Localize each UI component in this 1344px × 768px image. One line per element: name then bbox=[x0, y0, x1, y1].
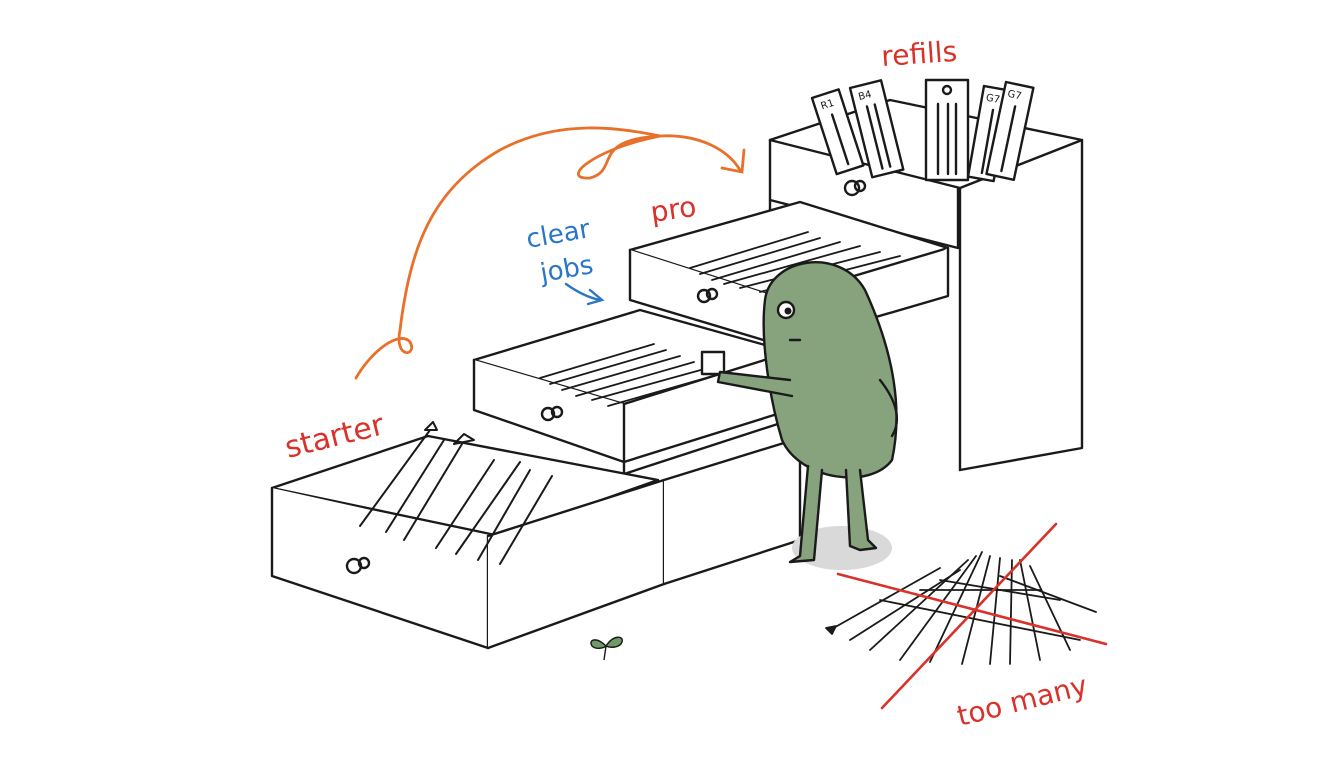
refill-pack-label: G7 bbox=[1006, 89, 1022, 103]
refills-drawer: R1 B4 G7 bbox=[768, 78, 1035, 292]
creature-arm bbox=[716, 370, 794, 398]
refill-pack-label: R1 bbox=[820, 98, 836, 113]
pro-drawer-knob bbox=[696, 288, 712, 304]
refills-drawer-knob bbox=[843, 179, 861, 197]
refill-pack-label: G7 bbox=[985, 93, 1001, 106]
sprout bbox=[590, 636, 623, 661]
middle-drawer-brushes bbox=[539, 343, 721, 407]
creature bbox=[716, 261, 899, 570]
starter-drawer-brushes bbox=[359, 421, 553, 565]
label-clear-jobs-line1: clear bbox=[524, 214, 593, 255]
clear-jobs-arrow bbox=[564, 282, 605, 306]
label-pro: pro bbox=[648, 190, 698, 229]
starter-drawer bbox=[270, 421, 802, 650]
drawer-pull-handle bbox=[700, 350, 726, 376]
label-clear-jobs-line2: jobs bbox=[537, 250, 596, 289]
creature-body bbox=[762, 261, 898, 479]
middle-drawer-knob bbox=[540, 406, 556, 422]
brush-pile bbox=[825, 551, 1097, 665]
refill-pack-label: B4 bbox=[857, 89, 873, 103]
cross-out-mark bbox=[836, 522, 1108, 710]
refill-packs: R1 B4 G7 bbox=[810, 78, 1035, 183]
label-refills: refills bbox=[880, 35, 958, 73]
creature-arm-right bbox=[878, 378, 899, 438]
progression-arrow bbox=[354, 126, 746, 380]
creature-leg-right bbox=[844, 468, 878, 552]
creature-leg-left bbox=[788, 464, 824, 564]
label-too-many: too many bbox=[954, 669, 1091, 733]
